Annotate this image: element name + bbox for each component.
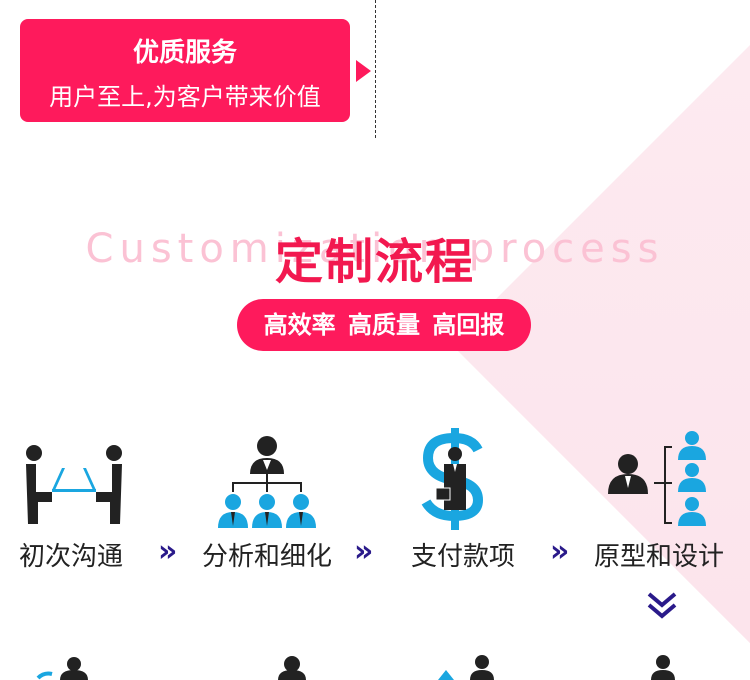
section-watermark: Customization process bbox=[85, 226, 665, 272]
org-chart-icon bbox=[216, 434, 318, 530]
timeline-divider bbox=[375, 0, 376, 138]
card-pointer-icon bbox=[356, 60, 371, 82]
service-subtitle: 用户至上,为客户带来价值 bbox=[49, 83, 321, 111]
meeting-icon bbox=[22, 440, 126, 530]
person-icon bbox=[36, 656, 96, 680]
chevron-right-icon: » bbox=[158, 534, 178, 569]
chevron-down-icon bbox=[647, 590, 677, 620]
chevron-right-icon: » bbox=[550, 534, 570, 569]
person-icon bbox=[436, 654, 498, 680]
team-structure-icon bbox=[606, 430, 708, 528]
person-icon bbox=[270, 654, 310, 680]
step-label-3: 支付款项 bbox=[411, 542, 516, 572]
step-label-1: 初次沟通 bbox=[19, 542, 124, 572]
section-title: 定制流程 bbox=[274, 234, 475, 290]
service-title: 优质服务 bbox=[132, 38, 237, 68]
step-label-4: 原型和设计 bbox=[594, 542, 725, 572]
step-label-2: 分析和细化 bbox=[202, 542, 333, 572]
dollar-businessman-icon bbox=[420, 428, 490, 530]
slogan-badge: 高效率 高质量 高回报 bbox=[237, 299, 531, 351]
chevron-right-icon: » bbox=[354, 534, 374, 569]
person-icon bbox=[648, 654, 678, 680]
service-card: 优质服务 用户至上,为客户带来价值 bbox=[20, 19, 350, 122]
